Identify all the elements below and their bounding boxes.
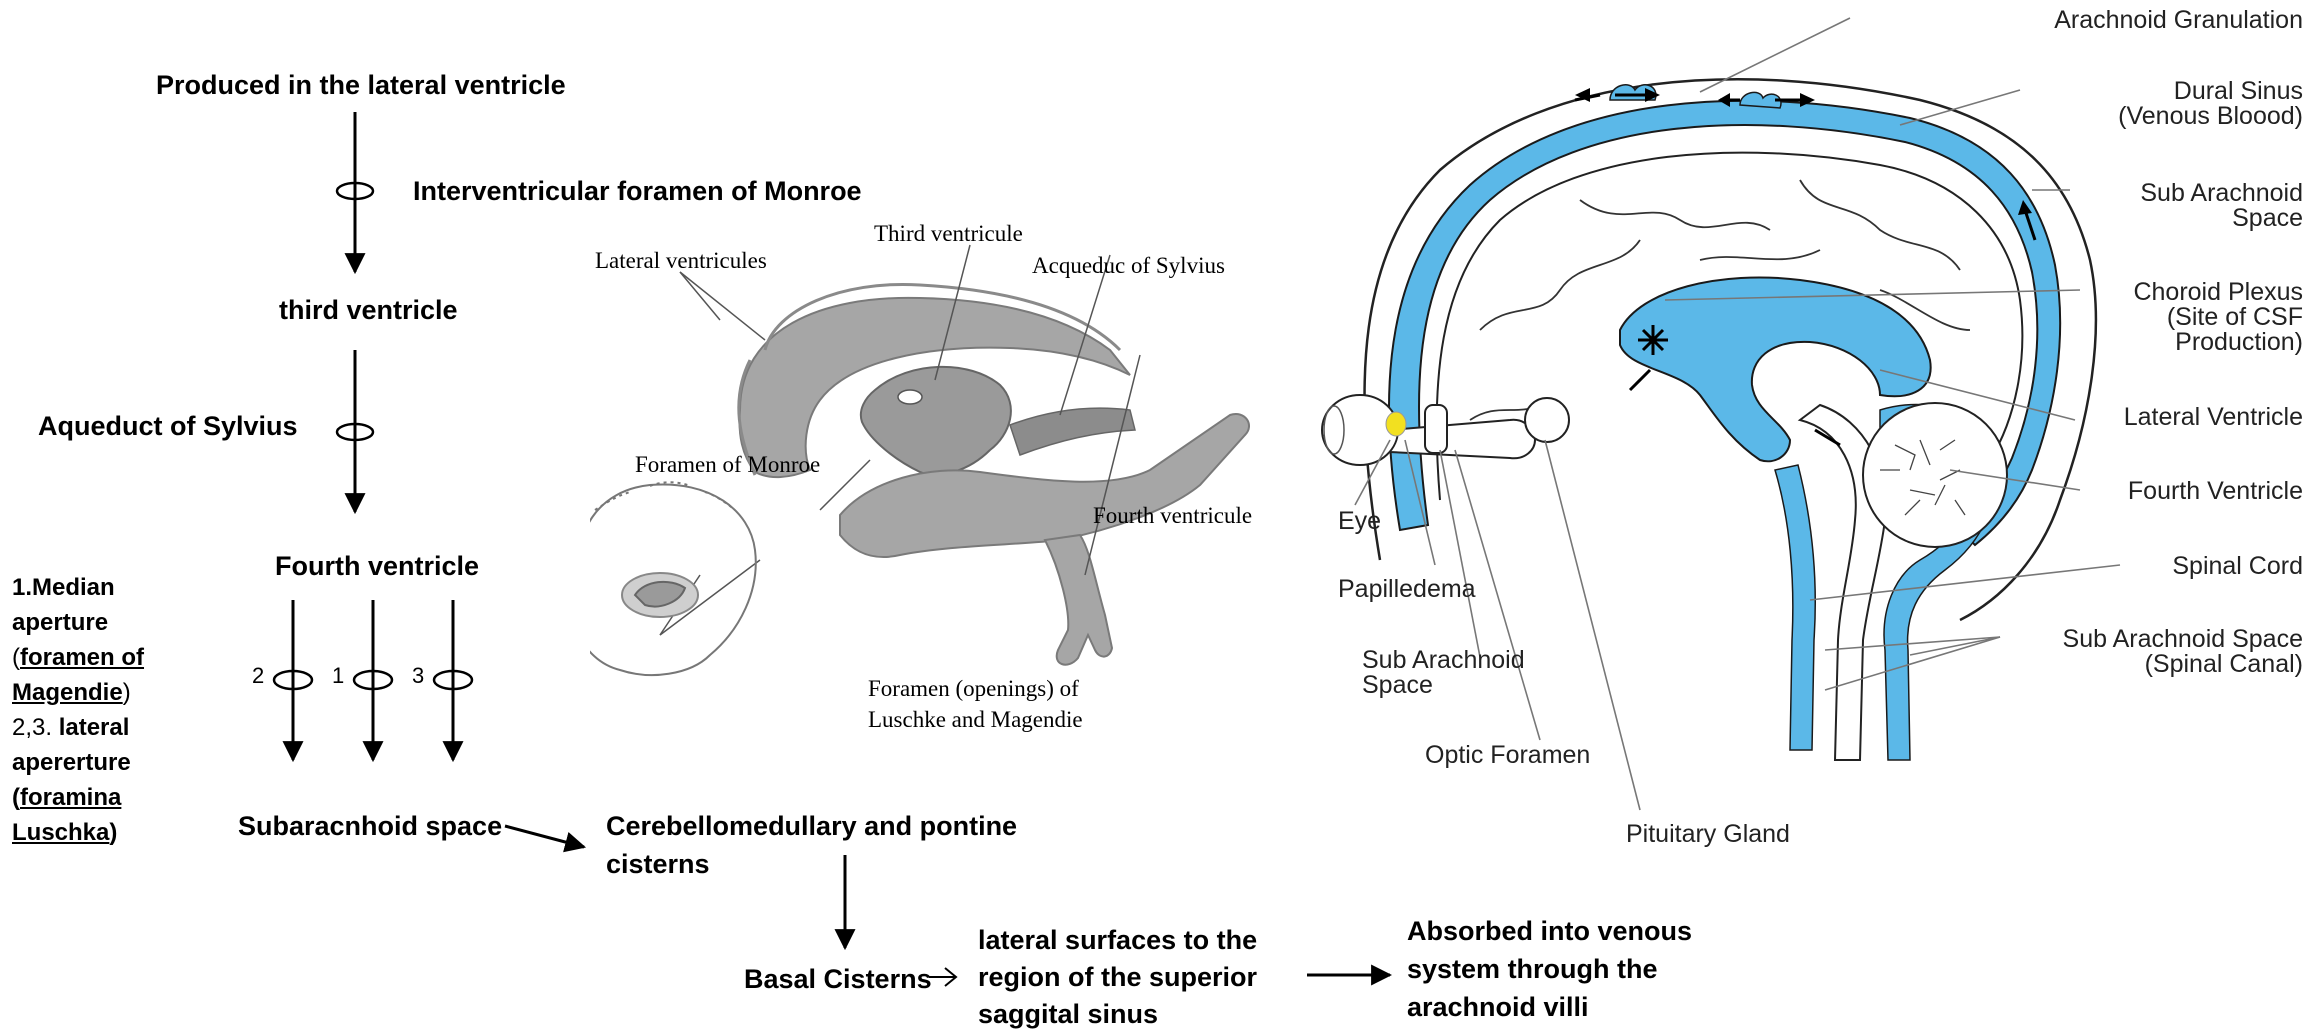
sub-arachnoid-left-label: Sub Arachnoid bbox=[1362, 646, 1525, 674]
median-line1: 1.Median bbox=[12, 574, 115, 601]
produced-label: Produced in the lateral ventricle bbox=[156, 67, 566, 104]
spinal-canal-blue bbox=[1775, 465, 1815, 750]
absorbed-line3: arachnoid villi bbox=[1407, 989, 1589, 1026]
pituitary-gland-label: Pituitary Gland bbox=[1626, 820, 1790, 848]
papilledema-spot bbox=[1386, 412, 1406, 436]
fourth-ventricule-label: Fourth ventricule bbox=[1093, 503, 1252, 528]
optic-foramen-label: Optic Foramen bbox=[1425, 741, 1590, 769]
openings-label-line2: Luschke and Magendie bbox=[868, 707, 1083, 732]
arachnoid-granulation-label: Arachnoid Granulation bbox=[2054, 6, 2303, 34]
arrow-to-cisterns bbox=[505, 826, 584, 847]
apertures-note: 1.Median aperture (foramen of Magendie) … bbox=[12, 570, 172, 850]
median-line2: aperture bbox=[12, 609, 108, 636]
foramen-monroe-diagram-label: Foramen of Monroe bbox=[635, 452, 820, 477]
acqueduc-label: Acqueduc of Sylvius bbox=[1032, 253, 1225, 278]
sub-arachnoid-label: Sub Arachnoid bbox=[2140, 179, 2303, 207]
fourth-ventricle-label: Fourth ventricle bbox=[275, 548, 479, 585]
lateral-surfaces-line1: lateral surfaces to the bbox=[978, 922, 1257, 959]
sub-arachnoid-spinal-label: Sub Arachnoid Space bbox=[2063, 625, 2303, 653]
aperture-number-1: 1 bbox=[332, 663, 344, 689]
lateral-ventricle-label: Lateral Ventricle bbox=[2124, 403, 2303, 431]
site-of-csf-label: (Site of CSF bbox=[2167, 303, 2303, 331]
paren-open: ( bbox=[12, 644, 20, 671]
subarachnoid-label: Subaracnhoid space bbox=[238, 808, 502, 845]
pituitary-gland-shape bbox=[1525, 398, 1569, 442]
lateral-num: 2,3. bbox=[12, 714, 52, 741]
aperture-number-2: 2 bbox=[252, 663, 264, 689]
third-ventricle-label: third ventricle bbox=[279, 292, 458, 329]
spinal-cord-label: Spinal Cord bbox=[2172, 552, 2303, 580]
openings-label-line1: Foramen (openings) of bbox=[868, 676, 1079, 701]
cisterns-label-line2: cisterns bbox=[606, 846, 710, 883]
third-ventricle-shape bbox=[861, 367, 1011, 475]
absorbed-line1: Absorbed into venous bbox=[1407, 913, 1692, 950]
lateral-surfaces-line3: saggital sinus bbox=[978, 996, 1158, 1033]
absorbed-line2: system through the bbox=[1407, 951, 1658, 988]
lateral-ventricules-label: Lateral ventricules bbox=[595, 248, 767, 273]
luschka-text: Luschka bbox=[12, 819, 109, 846]
venous-blood-label: (Venous Bloood) bbox=[2118, 102, 2303, 130]
cisterns-label-line1: Cerebellomedullary and pontine bbox=[606, 808, 1017, 845]
monroe-label: Interventricular foramen of Monroe bbox=[413, 173, 862, 210]
ventricle-diagram: Lateral ventricules Third ventricule Acq… bbox=[590, 210, 1290, 750]
aperture-number-3: 3 bbox=[412, 663, 424, 689]
papilledema-label: Papilledema bbox=[1338, 575, 1476, 603]
choroid-plexus-label: Choroid Plexus bbox=[2133, 278, 2303, 306]
foramen-of-text: foramen of bbox=[20, 644, 144, 671]
foramina-text: foramina bbox=[20, 784, 121, 811]
third-ventricule-label: Third ventricule bbox=[874, 221, 1023, 246]
paren-close-1: ) bbox=[123, 679, 131, 706]
lateral-surfaces-line2: region of the superior bbox=[978, 959, 1257, 996]
lateral-word: lateral bbox=[59, 714, 130, 741]
sub-arachnoid-space-label: Space bbox=[2232, 204, 2303, 232]
csf-circulation-diagram: Arachnoid Granulation Dural Sinus (Venou… bbox=[1320, 0, 2309, 880]
fourth-ventricle-shape bbox=[1045, 535, 1112, 665]
space-left-label: Space bbox=[1362, 671, 1433, 699]
eye-label: Eye bbox=[1338, 507, 1381, 535]
dural-sinus-label: Dural Sinus bbox=[2174, 77, 2303, 105]
fourth-ventricle-diagram-label: Fourth Ventricle bbox=[2128, 477, 2303, 505]
apererture-text: apererture bbox=[12, 749, 131, 776]
child-head-icon bbox=[590, 482, 756, 675]
spinal-canal-label: (Spinal Canal) bbox=[2145, 650, 2303, 678]
aqueduct-label: Aqueduct of Sylvius bbox=[38, 408, 298, 445]
production-label: Production) bbox=[2175, 328, 2303, 356]
magendie-text: Magendie bbox=[12, 679, 123, 706]
basal-cisterns-label: Basal Cisterns bbox=[744, 961, 932, 998]
